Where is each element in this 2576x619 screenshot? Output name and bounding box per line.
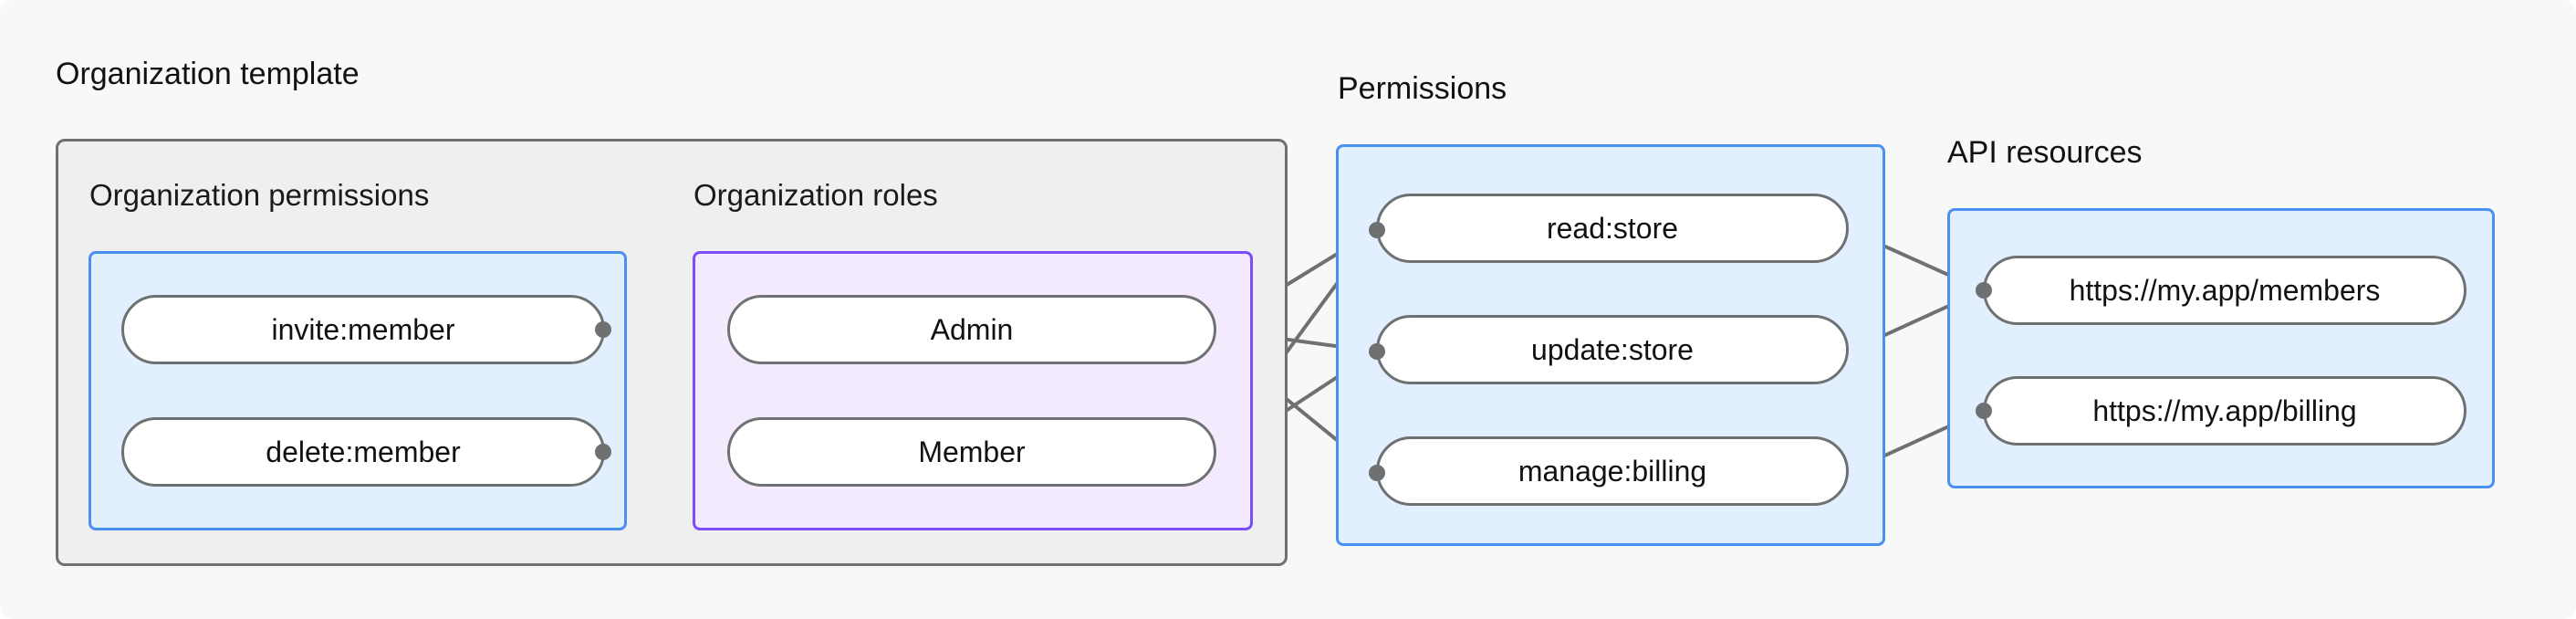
node-member[interactable]: Member xyxy=(727,417,1216,487)
node-delete-member[interactable]: delete:member xyxy=(121,417,605,487)
node-manage-billing-label: manage:billing xyxy=(1517,454,1707,488)
node-manage-billing[interactable]: manage:billing xyxy=(1376,436,1849,506)
node-admin[interactable]: Admin xyxy=(727,295,1216,364)
group-api-resources xyxy=(1947,208,2495,488)
handle-read-store-target[interactable] xyxy=(1369,222,1385,238)
node-admin-label: Admin xyxy=(930,312,1014,346)
node-update-store[interactable]: update:store xyxy=(1376,315,1849,384)
handle-invite-member-source[interactable] xyxy=(595,321,611,338)
subgroup-title-organization-roles: Organization roles xyxy=(694,178,938,212)
node-member-label: Member xyxy=(918,435,1026,468)
node-invite-member-label: invite:member xyxy=(271,312,455,346)
handle-manage-billing-target[interactable] xyxy=(1369,465,1385,481)
node-update-store-label: update:store xyxy=(1531,332,1694,366)
node-members-url-label: https://my.app/members xyxy=(2069,273,2381,307)
section-title-api-resources: API resources xyxy=(1947,135,2143,170)
node-invite-member[interactable]: invite:member xyxy=(121,295,605,364)
node-billing-url[interactable]: https://my.app/billing xyxy=(1983,376,2466,446)
subgroup-title-organization-permissions: Organization permissions xyxy=(89,178,430,212)
handle-update-store-target[interactable] xyxy=(1369,343,1385,360)
handle-delete-member-source[interactable] xyxy=(595,444,611,460)
group-organization-permissions xyxy=(89,251,627,530)
node-read-store[interactable]: read:store xyxy=(1376,194,1849,263)
node-read-store-label: read:store xyxy=(1546,211,1679,245)
node-members-url[interactable]: https://my.app/members xyxy=(1983,256,2466,325)
node-billing-url-label: https://my.app/billing xyxy=(2092,393,2357,427)
handle-members-url-target[interactable] xyxy=(1976,282,1992,299)
section-title-permissions: Permissions xyxy=(1338,71,1507,106)
node-delete-member-label: delete:member xyxy=(266,435,461,468)
handle-billing-url-target[interactable] xyxy=(1976,403,1992,419)
group-organization-roles xyxy=(693,251,1253,530)
section-title-organization-template: Organization template xyxy=(56,57,360,91)
